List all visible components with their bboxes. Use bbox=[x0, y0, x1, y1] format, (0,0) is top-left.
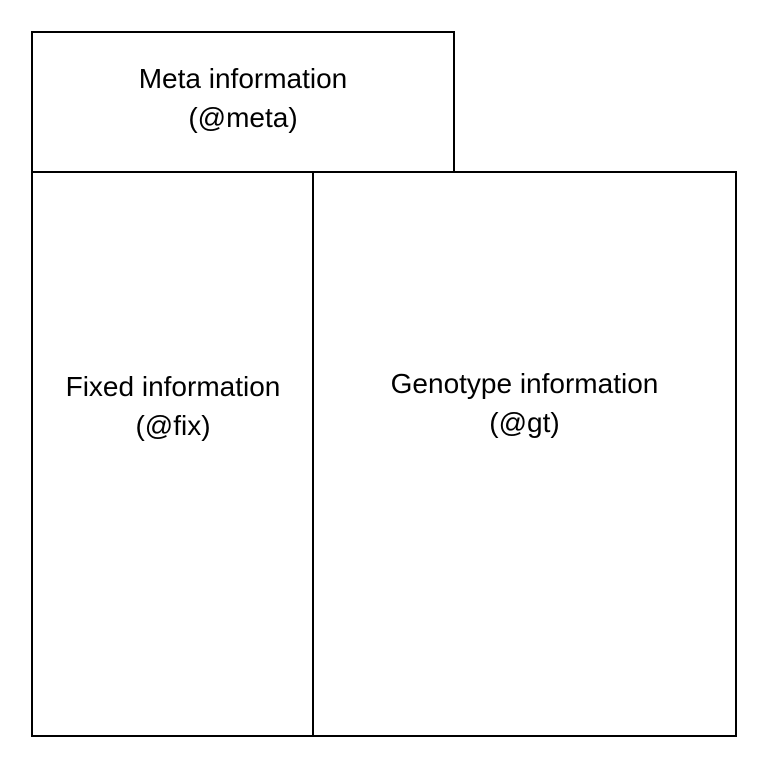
fixed-information-code: (@fix) bbox=[135, 410, 211, 441]
genotype-information-title: Genotype information bbox=[390, 368, 659, 399]
fixed-information-title: Fixed information bbox=[65, 371, 281, 402]
meta-information-box: Meta information (@meta) bbox=[31, 31, 455, 174]
genotype-information-box: Genotype information (@gt) bbox=[312, 171, 737, 737]
meta-information-title: Meta information bbox=[138, 63, 348, 94]
genotype-information-code: (@gt) bbox=[489, 407, 560, 438]
meta-information-code: (@meta) bbox=[188, 102, 298, 133]
fixed-information-box: Fixed information (@fix) bbox=[31, 171, 315, 737]
